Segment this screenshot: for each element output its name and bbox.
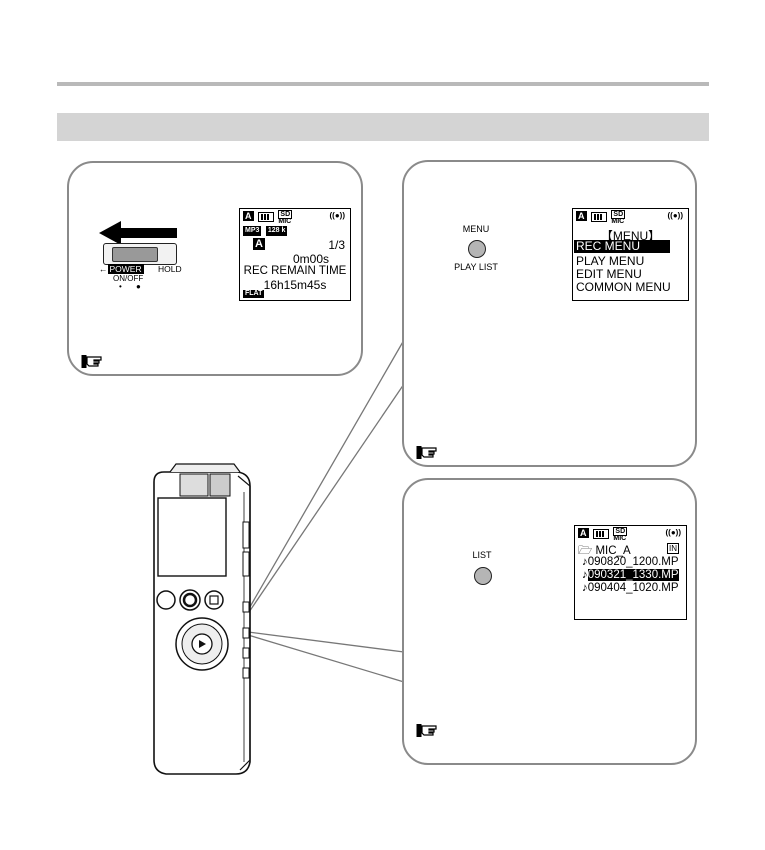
remain-label: REC REMAIN TIME xyxy=(243,265,347,277)
stereo-mic-icon: ((●)) xyxy=(329,211,346,220)
folder-a-indicator: A xyxy=(243,211,254,221)
on-off-label: ON/OFF xyxy=(113,274,144,283)
menu-title: 【MENU】 xyxy=(600,229,661,243)
reference-hand-icon xyxy=(416,724,437,737)
folder-badge: A xyxy=(253,238,265,250)
header-rule xyxy=(57,82,709,86)
battery-icon xyxy=(257,212,274,222)
file-name: 090321_1330.MP xyxy=(587,569,679,581)
battery-icon xyxy=(590,212,607,222)
open-folder-icon: 🗁 xyxy=(578,545,593,557)
menu-item-play[interactable]: PLAY MENU xyxy=(576,254,645,268)
internal-memory-badge: IN xyxy=(667,543,679,554)
play-list-label: PLAY LIST xyxy=(454,262,498,272)
bitrate-badge: 128 k xyxy=(265,226,288,236)
eq-badge: FLAT xyxy=(243,290,265,298)
file-name: 090820_1200.MP xyxy=(587,556,679,568)
folder-name: MIC_A xyxy=(595,545,631,557)
track-counter: 1/3 xyxy=(328,238,345,252)
file-row[interactable]: ♪090404_1020.MP xyxy=(578,582,683,594)
list-button-label: LIST xyxy=(472,550,492,560)
stereo-mic-icon: ((●)) xyxy=(665,528,682,537)
left-arrow-icon: ← xyxy=(99,264,108,274)
section-band xyxy=(57,113,709,141)
menu-item-edit[interactable]: EDIT MENU xyxy=(576,267,642,281)
file-row[interactable]: ♪090820_1200.MP xyxy=(578,556,683,568)
list-button[interactable] xyxy=(474,567,492,585)
on-off-dots: • ● xyxy=(119,282,147,291)
hold-label: HOLD xyxy=(158,264,182,274)
battery-icon xyxy=(592,529,609,539)
reference-hand-icon xyxy=(81,355,102,368)
power-switch[interactable] xyxy=(103,243,177,265)
power-label: POWER xyxy=(107,264,144,274)
file-row-selected[interactable]: ♪090321_1330.MP xyxy=(578,569,683,581)
folder-a-indicator: A xyxy=(578,528,589,538)
music-note-icon: ♪ xyxy=(582,569,588,581)
codec-badge: MP3 xyxy=(243,226,262,236)
menu-button-label: MENU xyxy=(462,224,490,234)
menu-item-common[interactable]: COMMON MENU xyxy=(576,280,671,294)
remain-value: 16h15m45s xyxy=(263,278,327,292)
power-switch-labels: ←POWER HOLD xyxy=(99,264,209,274)
file-name: 090404_1020.MP xyxy=(587,582,679,594)
folder-a-indicator: A xyxy=(576,211,587,221)
stereo-mic-icon: ((●)) xyxy=(667,211,684,220)
music-note-icon: ♪ xyxy=(582,582,588,594)
power-switch-knob[interactable] xyxy=(112,247,158,262)
recorder-device xyxy=(153,463,251,775)
reference-hand-icon xyxy=(416,446,437,459)
menu-item-rec[interactable]: REC MENU xyxy=(574,240,670,253)
slide-left-arrow-icon xyxy=(99,221,177,245)
elapsed-time: 0m00s xyxy=(292,252,329,266)
music-note-icon: ♪ xyxy=(582,556,588,568)
menu-button[interactable] xyxy=(468,240,486,258)
